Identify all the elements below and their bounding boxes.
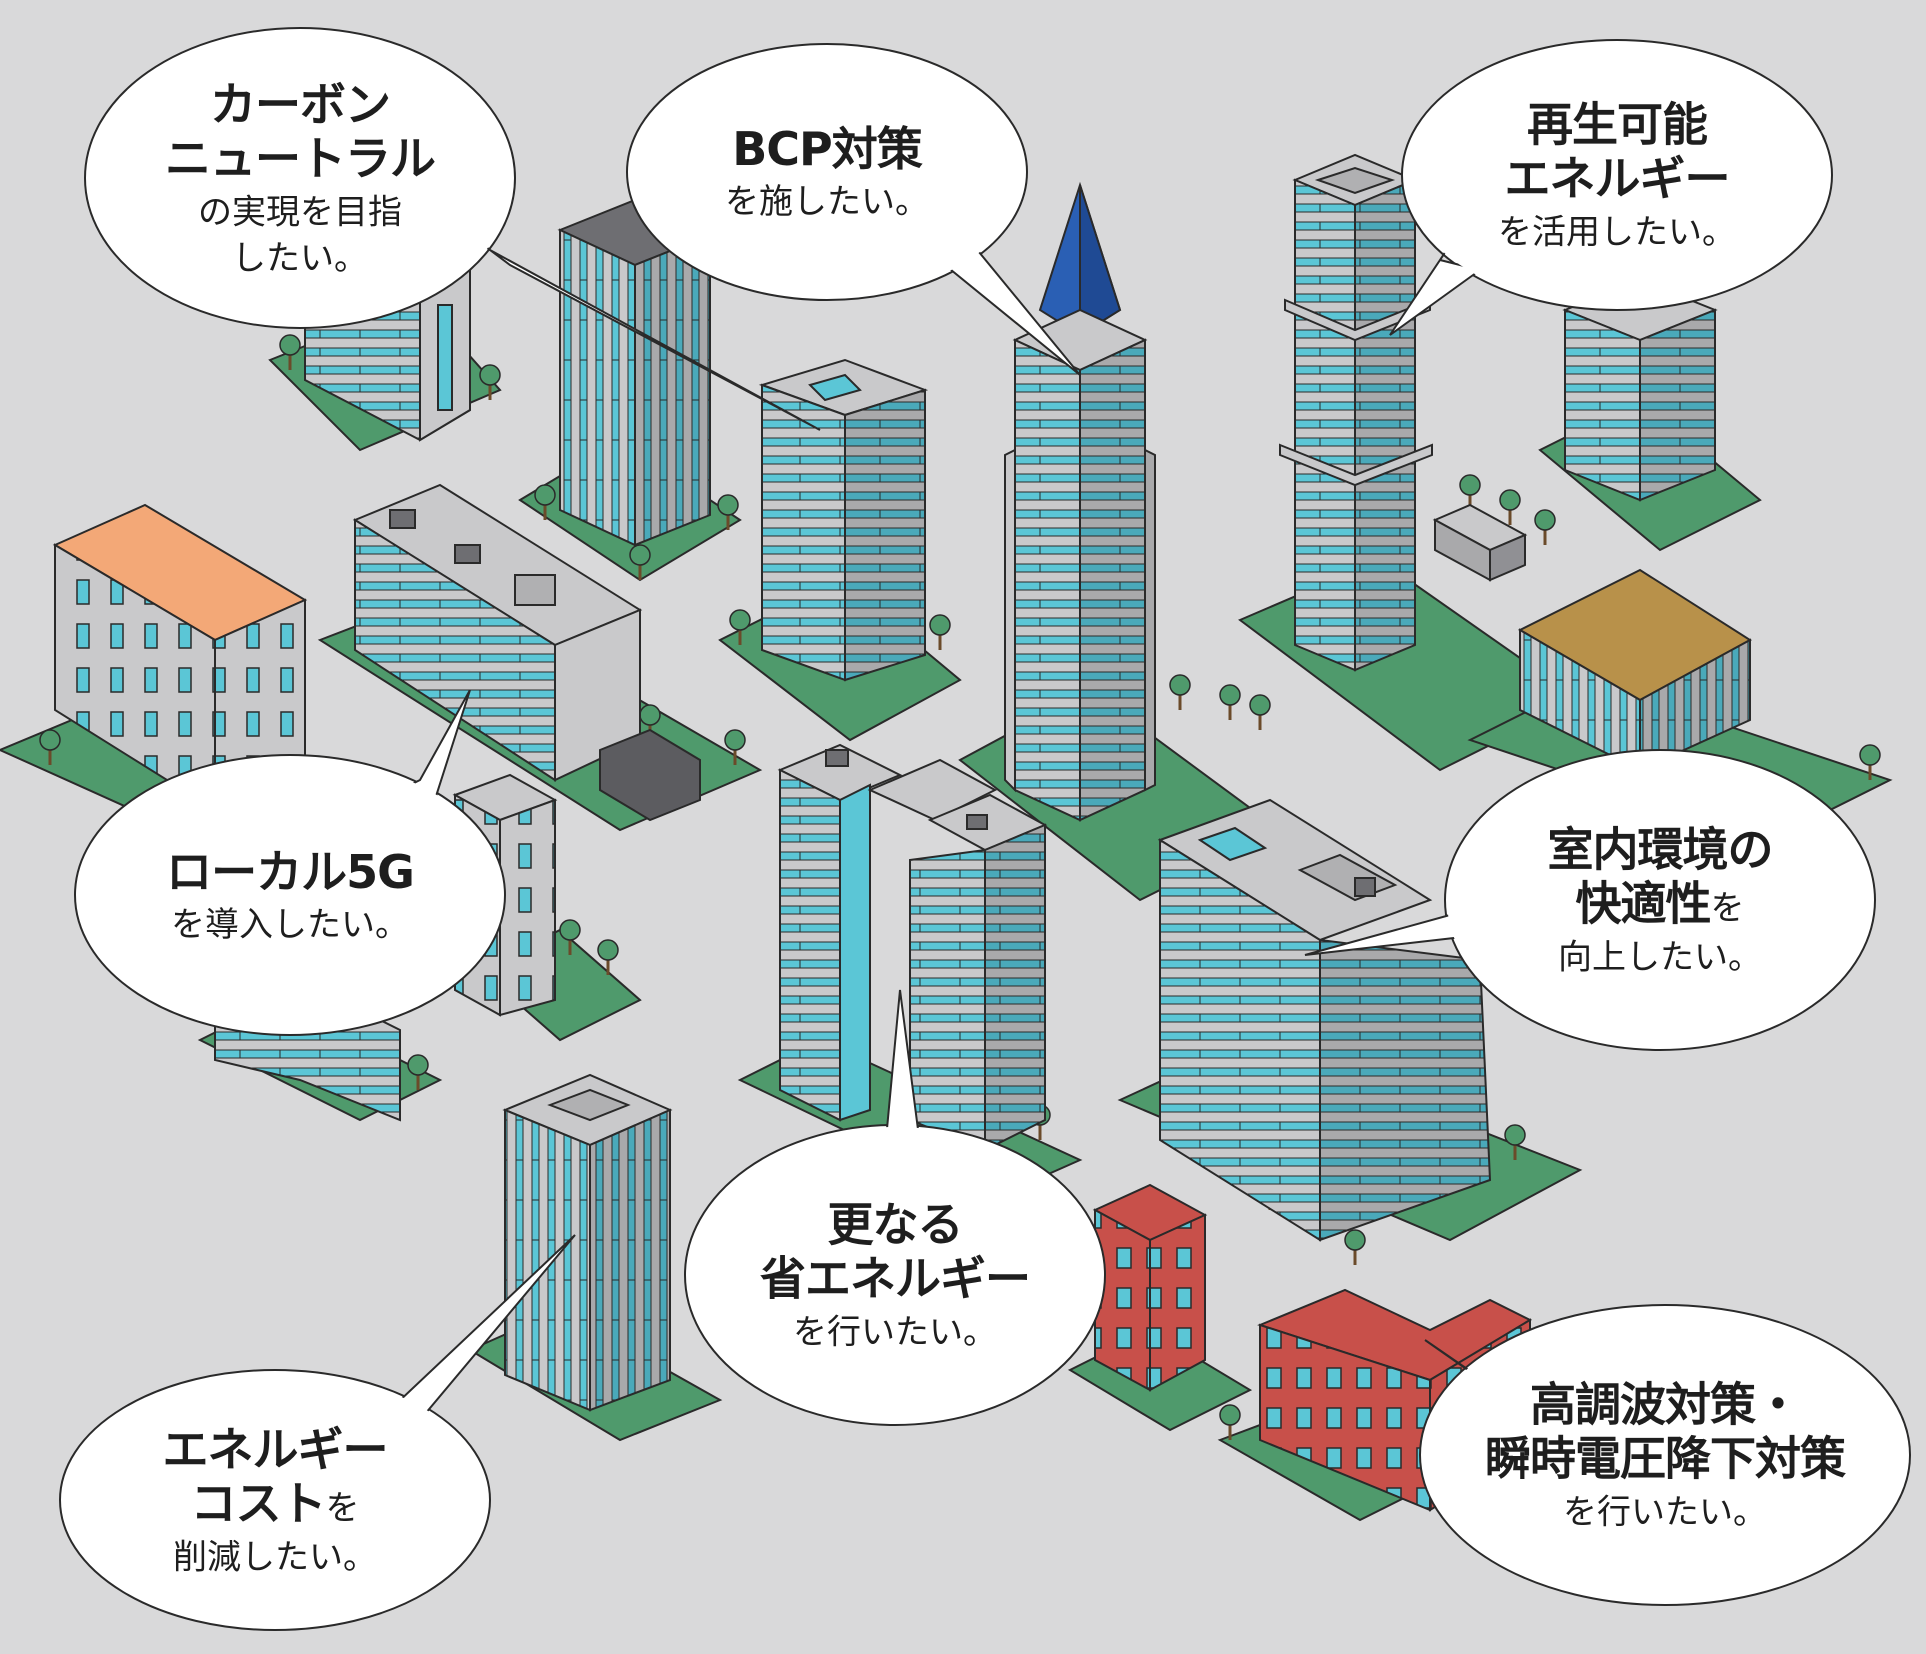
building-long-midrise (352, 483, 701, 822)
building-lowrise-topleft (304, 258, 471, 442)
building-spire-tower (1004, 181, 1156, 822)
bubble-text-energy-saving: 更なる 省エネルギー を行いたい。 (760, 1197, 1031, 1353)
bubble-subtext: したい。 (232, 238, 368, 279)
bubble-heading: 室内環境の (1547, 822, 1774, 877)
building-far-right-tower (1562, 278, 1718, 502)
building-tower-bottomleft (502, 1073, 673, 1412)
bubble-heading: コスト (190, 1476, 327, 1531)
bubble-heading: 快適性 (1575, 876, 1712, 931)
bubble-subtext: 向上したい。 (1558, 937, 1762, 978)
bubble-heading: 更なる (827, 1197, 964, 1252)
bubble-heading: ローカル5G (166, 844, 415, 899)
bubble-subtext: の実現を目指 (198, 192, 402, 233)
bubble-text-renewable: 再生可能 エネルギー を活用したい。 (1498, 98, 1736, 253)
bubble-particle: を (325, 1488, 360, 1529)
bubble-subtext: を導入したい。 (170, 905, 409, 946)
bubble-text-carbon-neutral: カーボン ニュートラル の実現を目指 したい。 (165, 77, 436, 279)
building-orange-roof (52, 503, 308, 812)
bubble-subtext: を施したい。 (725, 182, 929, 223)
bubble-text-local-5g: ローカル5G を導入したい。 (166, 844, 415, 946)
bubble-subtext: 削減したい。 (173, 1537, 377, 1578)
building-twin-towers (777, 743, 1048, 1152)
bubble-heading: 再生可能 (1527, 97, 1708, 152)
bubble-heading: 瞬時電圧降下対策 (1485, 1431, 1846, 1486)
bubble-text-indoor-comfort: 室内環境の 快適性を 向上したい。 (1547, 822, 1774, 978)
bubble-subtext: を活用したい。 (1498, 212, 1736, 253)
building-wide-block (1157, 798, 1492, 1242)
bubble-heading: カーボン (210, 77, 391, 132)
building-utility-shed (1432, 503, 1528, 582)
building-stepped-tower (1279, 153, 1433, 672)
bubble-heading: ニュートラル (165, 131, 436, 186)
bubble-subtext: を行いたい。 (793, 1312, 997, 1353)
bubble-heading: 高調波対策・ (1530, 1377, 1801, 1432)
bubble-text-harmonics: 高調波対策・ 瞬時電圧降下対策 を行いたい。 (1485, 1377, 1846, 1533)
building-box-tower (758, 358, 929, 682)
bubble-heading: エネルギー (162, 1422, 389, 1477)
building-red-tower (1092, 1183, 1208, 1392)
bubble-heading: 省エネルギー (760, 1251, 1031, 1306)
bubble-text-bcp: BCP対策 を施したい。 (725, 122, 929, 222)
bubble-heading: BCP対策 (732, 121, 923, 176)
building-glass-tower-1 (557, 198, 713, 547)
bubble-joins (62, 30, 1908, 1628)
bubble-text-energy-cost: エネルギー コストを 削減したい。 (162, 1422, 389, 1578)
bubble-particle: を (1710, 888, 1745, 929)
building-gold-roof (1517, 568, 1752, 772)
bubble-heading: エネルギー (1504, 151, 1731, 206)
bubble-subtext: を行いたい。 (1563, 1492, 1767, 1533)
